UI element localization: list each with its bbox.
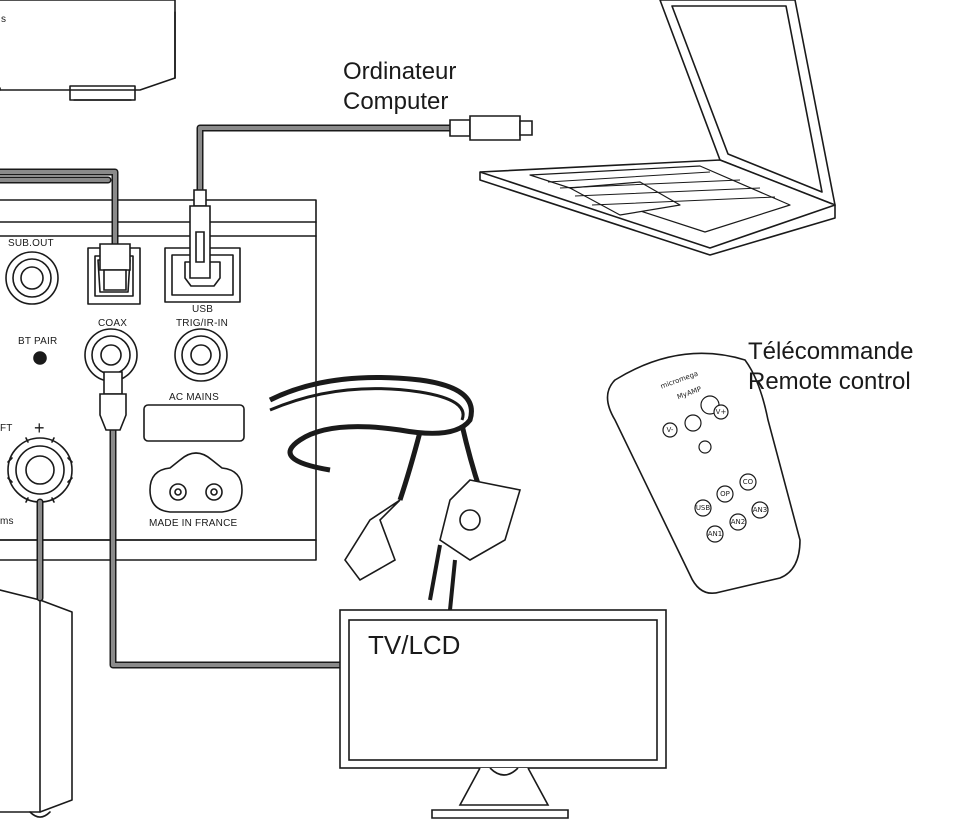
laptop <box>479 0 836 256</box>
remote-label-fr: Télécommande <box>748 338 914 365</box>
volume-down-button <box>662 422 678 438</box>
sub-out-jack <box>5 251 59 305</box>
mute-button <box>684 414 702 432</box>
left-speaker-label: FT <box>0 423 13 434</box>
remote-btn-an2: AN2 <box>731 518 745 526</box>
bt-pair-label: BT PAIR <box>18 336 58 347</box>
source-device <box>0 0 176 101</box>
speaker-box <box>0 589 73 818</box>
ac-mains-box <box>143 404 245 442</box>
co-button <box>739 473 757 491</box>
an1-button <box>706 525 724 543</box>
op-button <box>716 485 734 503</box>
computer-label-fr: Ordinateur <box>343 58 457 85</box>
sub-out-label: SUB.OUT <box>8 238 54 249</box>
remote-btn-vminus: V- <box>667 426 674 434</box>
an2-button <box>729 513 747 531</box>
power-cord <box>268 375 522 611</box>
usb-plug <box>189 189 211 279</box>
an3-button <box>751 501 769 519</box>
remote-btn-op: OP <box>720 490 730 498</box>
remote-btn-co: CO <box>743 478 754 486</box>
speaker-terminal <box>7 437 73 503</box>
cables <box>0 124 456 669</box>
bluetooth-button <box>698 440 712 454</box>
volume-up-button <box>713 404 729 420</box>
made-in-label: MADE IN FRANCE <box>149 518 238 529</box>
tv-screen <box>339 609 667 819</box>
ac-mains-label: AC MAINS <box>169 392 219 403</box>
plus-label: + <box>34 418 45 438</box>
remote-label-en: Remote control <box>748 368 911 395</box>
remote-control: micromega MyAMP V- V+ CO OP USB AN1 AN2 … <box>606 352 801 594</box>
remote-btn-an3: AN3 <box>753 506 767 514</box>
bt-pair-button <box>33 351 47 365</box>
usb-button <box>694 499 712 517</box>
trig-ir-jack <box>174 328 228 382</box>
tv-label: TV/LCD <box>368 630 461 660</box>
top-device-label: s <box>1 14 7 25</box>
remote-btn-usb: USB <box>696 504 711 512</box>
usb-a-plug <box>449 115 533 141</box>
trig-ir-label: TRIG/IR-IN <box>176 318 228 329</box>
ac-inlet <box>149 452 243 513</box>
ohms-label: ms <box>0 516 14 527</box>
remote-btn-vplus: V+ <box>716 408 727 416</box>
coax-plug <box>99 371 127 431</box>
amplifier-panel <box>0 199 317 561</box>
remote-btn-an1: AN1 <box>708 530 722 538</box>
computer-label-en: Computer <box>343 88 449 115</box>
optical-plug <box>99 243 131 291</box>
coax-label: COAX <box>98 318 128 329</box>
usb-label: USB <box>192 304 214 315</box>
